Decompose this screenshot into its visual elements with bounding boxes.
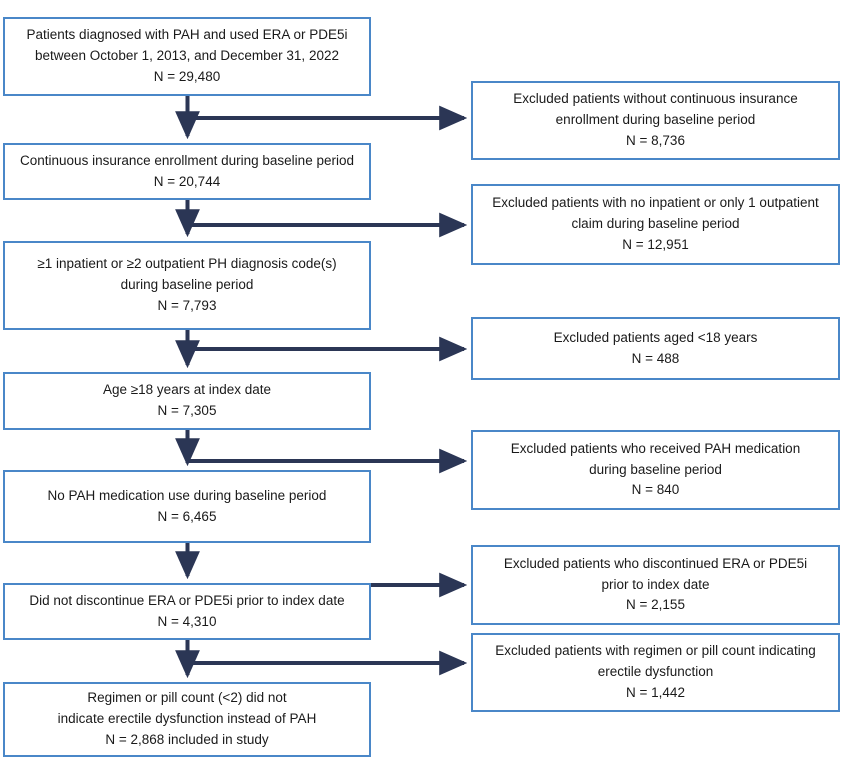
exclusion-2-line-1: Excluded patients with no inpatient or o… — [492, 195, 819, 211]
step-3-count: N = 7,793 — [157, 297, 217, 313]
exclusion-3-count: N = 488 — [631, 350, 680, 366]
flow-box-exclusion-5: Excluded patients who discontinued ERA o… — [471, 545, 840, 625]
exclusion-2-line-2: claim during baseline period — [571, 216, 740, 232]
step-2-count: N = 20,744 — [153, 173, 221, 189]
exclusion-1-count: N = 8,736 — [626, 132, 685, 148]
exclusion-4-count: N = 840 — [631, 482, 680, 498]
step-3-line-1: ≥1 inpatient or ≥2 outpatient PH diagnos… — [37, 256, 337, 272]
step-7-line-2: indicate erectile dysfunction instead of… — [57, 711, 317, 727]
step-6-line-1: Did not discontinue ERA or PDE5i prior t… — [29, 592, 345, 608]
flow-box-step-7: Regimen or pill count (<2) did not indic… — [3, 682, 371, 757]
flow-box-step-2: Continuous insurance enrollment during b… — [3, 143, 371, 200]
exclusion-6-line-1: Excluded patients with regimen or pill c… — [495, 643, 816, 659]
step-4-line-1: Age ≥18 years at index date — [102, 382, 272, 398]
step-3-line-2: during baseline period — [120, 277, 254, 293]
step-5-count: N = 6,465 — [157, 508, 217, 524]
step-2-line-1: Continuous insurance enrollment during b… — [20, 152, 354, 168]
exclusion-5-count: N = 2,155 — [626, 597, 685, 613]
exclusion-2-count: N = 12,951 — [622, 236, 689, 252]
exclusion-6-line-2: erectile dysfunction — [597, 664, 714, 680]
flow-box-step-1: Patients diagnosed with PAH and used ERA… — [3, 17, 371, 96]
exclusion-1-line-1: Excluded patients without continuous ins… — [513, 91, 798, 107]
step-6-count: N = 4,310 — [157, 613, 217, 629]
flow-box-step-4: Age ≥18 years at index date N = 7,305 — [3, 372, 371, 430]
flow-box-step-5: No PAH medication use during baseline pe… — [3, 470, 371, 543]
step-1-line-1: Patients diagnosed with PAH and used ERA… — [26, 27, 348, 43]
flow-box-step-6: Did not discontinue ERA or PDE5i prior t… — [3, 583, 371, 640]
exclusion-6-count: N = 1,442 — [626, 684, 685, 700]
exclusion-1-line-2: enrollment during baseline period — [555, 112, 756, 128]
flow-box-exclusion-4: Excluded patients who received PAH medic… — [471, 430, 840, 510]
flow-box-exclusion-6: Excluded patients with regimen or pill c… — [471, 633, 840, 712]
exclusion-5-line-2: prior to index date — [601, 576, 710, 592]
step-7-line-1: Regimen or pill count (<2) did not — [87, 690, 287, 706]
flow-box-exclusion-1: Excluded patients without continuous ins… — [471, 81, 840, 160]
step-7-count: N = 2,868 included in study — [105, 731, 269, 747]
step-4-count: N = 7,305 — [157, 403, 217, 418]
flow-box-exclusion-2: Excluded patients with no inpatient or o… — [471, 184, 840, 265]
step-1-count: N = 29,480 — [153, 68, 221, 84]
exclusion-4-line-2: during baseline period — [589, 461, 722, 477]
step-5-line-1: No PAH medication use during baseline pe… — [47, 487, 327, 503]
flow-box-exclusion-3: Excluded patients aged <18 years N = 488 — [471, 317, 840, 380]
exclusion-3-line-1: Excluded patients aged <18 years — [553, 329, 758, 345]
flow-box-step-3: ≥1 inpatient or ≥2 outpatient PH diagnos… — [3, 241, 371, 330]
exclusion-5-line-1: Excluded patients who discontinued ERA o… — [503, 555, 808, 571]
step-1-line-2: between October 1, 2013, and December 31… — [35, 48, 339, 64]
exclusion-4-line-1: Excluded patients who received PAH medic… — [510, 440, 801, 456]
